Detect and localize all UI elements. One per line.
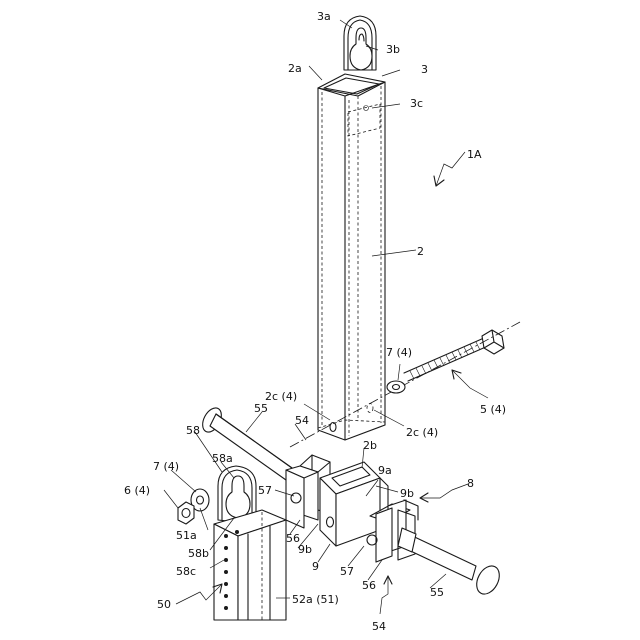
label-56-lower: 56 [362,579,376,592]
label-3a: 3a [317,10,331,23]
label-6-4: 6 (4) [124,484,150,497]
label-9: 9 [312,560,319,573]
frame-member-52a [214,510,286,620]
reference-labels: 3a 3b 2a 3 3c 1A 2 7 (4) 2c (4) 5 (4) 55… [124,10,506,633]
label-57-lower: 57 [340,565,354,578]
label-58c: 58c [176,565,196,578]
label-1a: 1A [467,148,482,161]
label-52a-51: 52a (51) [292,593,339,606]
label-50: 50 [157,598,171,611]
label-54-bottom: 54 [372,620,386,633]
label-51a: 51a [176,529,197,542]
label-9b-lower: 9b [298,543,312,556]
label-58a: 58a [212,452,233,465]
label-2c-4-left: 2c (4) [265,390,297,403]
label-3b: 3b [386,43,400,56]
label-2c-4-right: 2c (4) [406,426,438,439]
label-7-4-top: 7 (4) [386,346,412,359]
label-9b-right: 9b [400,487,414,500]
bolt-5 [290,322,520,447]
label-3c: 3c [410,97,423,110]
label-8: 8 [467,477,474,490]
label-57-upper: 57 [258,484,272,497]
pin-55-lower [398,528,504,598]
label-58b: 58b [188,547,209,560]
label-58: 58 [186,424,200,437]
label-9a: 9a [378,464,392,477]
label-2: 2 [417,245,424,258]
label-3: 3 [421,63,428,76]
label-5-4: 5 (4) [480,403,506,416]
square-pipe-2 [318,74,385,440]
label-2a: 2a [288,62,302,75]
nut-6 [178,502,194,524]
label-2b: 2b [363,439,377,452]
label-54-top: 54 [295,414,309,427]
washer-7-top [387,381,405,393]
label-55-top: 55 [254,402,268,415]
label-7-4-left: 7 (4) [153,460,179,473]
hanger-plate-3 [344,16,376,70]
label-55-right: 55 [430,586,444,599]
